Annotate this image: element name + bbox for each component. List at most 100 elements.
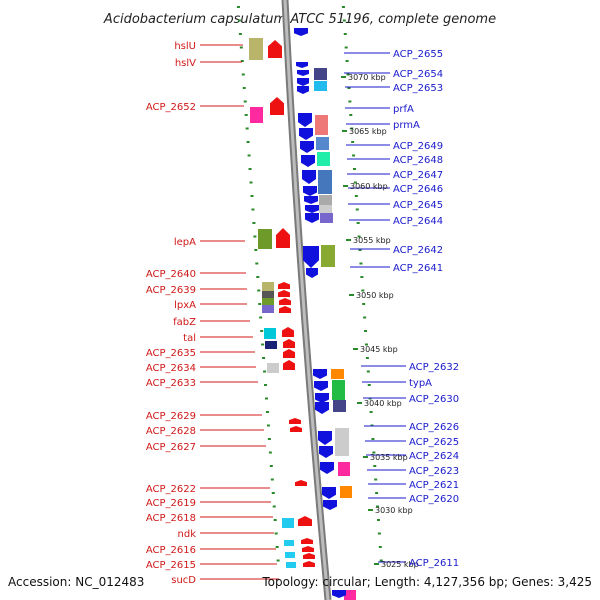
gene-arrow [315,393,329,403]
gene-block [317,152,330,166]
gene-label-left: ACP_2619 [146,498,196,509]
left-gene-labels: hslUhslVACP_2652lepAACP_2640ACP_2639lpxA… [146,41,196,586]
gene-arrow [276,228,290,248]
scale-ticks: 3070 kbp 3065 kbp 3060 kbp 3055 kbp 3050 kbp… [341,73,419,569]
gene-block [344,590,356,600]
gene-block [249,38,263,60]
scale-tick-mark [346,239,351,241]
gene-block [320,213,333,223]
gene-block [331,369,344,379]
scale-tick-label: 3055 kbp [353,236,391,245]
gene-label-right: prmA [393,120,420,131]
gene-block [338,462,350,476]
gene-block [262,291,274,298]
scale-tick-mark [368,509,373,511]
gene-label-right: ACP_2654 [393,69,443,80]
gene-label-right: ACP_2649 [393,141,443,152]
gene-arrow [303,186,317,196]
gene-label-right: ACP_2621 [409,480,459,491]
gene-label-left: ACP_2615 [146,560,196,571]
gene-arrow [303,246,319,268]
gene-label-left: ACP_2616 [146,545,196,556]
gene-arrow [305,213,319,223]
scale-tick-mark [343,185,348,187]
gene-arrow [270,97,284,115]
accession-text: Accession: NC_012483 [8,575,144,589]
gene-label-left: ACP_2652 [146,102,196,113]
gene-arrow [320,462,334,474]
gene-block [285,552,295,558]
gene-block [335,428,349,456]
gene-label-right: ACP_2644 [393,216,443,227]
gene-block [321,245,335,267]
gene-block [319,195,332,205]
gene-block [265,341,277,349]
scale-tick-label: 3050 kbp [356,291,394,300]
scale-tick-mark [363,456,368,458]
gene-arrow [283,360,295,370]
gene-label-right: ACP_2655 [393,49,443,60]
gene-label-right: ACP_2624 [409,451,459,462]
gene-block [340,486,352,498]
gene-arrow [297,86,309,94]
gene-block [258,229,272,249]
gene-label-left: ACP_2627 [146,442,196,453]
gene-features [249,28,356,600]
scale-tick-mark [341,76,346,78]
scale-tick-label: 3030 kbp [375,506,413,515]
gene-label-left: ACP_2618 [146,513,196,524]
gene-block [282,518,294,528]
gene-block [332,380,345,400]
gene-label-right: ACP_2641 [393,263,443,274]
scale-tick-label: 3025 kbp [381,560,419,569]
scale-tick-label: 3060 kbp [350,182,388,191]
gene-block [250,107,263,123]
gene-label-left: ACP_2635 [146,348,196,359]
gene-block [314,68,327,80]
gene-label-left: hslU [174,41,196,52]
gene-label-left: ACP_2628 [146,426,196,437]
gene-arrow [279,306,291,313]
gene-arrow [299,128,313,140]
gene-label-left: ACP_2639 [146,285,196,296]
gene-label-left: ACP_2629 [146,411,196,422]
gene-arrow [297,78,309,86]
gene-label-right: ACP_2642 [393,245,443,256]
gene-label-right: ACP_2646 [393,184,443,195]
gene-arrow [283,349,295,358]
gene-label-left: fabZ [173,317,196,328]
gene-arrow [298,516,312,526]
gene-arrow [278,282,290,289]
gene-arrow [314,381,328,391]
gene-arrow [322,487,336,499]
gene-arrow [303,553,315,559]
topology-text: Topology: circular; Length: 4,127,356 bp… [261,575,592,589]
gene-label-right: ACP_2611 [409,558,459,569]
gene-arrow [294,28,308,36]
gene-arrow [283,339,295,348]
gene-arrow [323,500,337,510]
scale-tick-label: 3070 kbp [348,73,386,82]
gene-label-right: ACP_2623 [409,466,459,477]
gene-label-right: ACP_2648 [393,155,443,166]
gene-label-right: ACP_2653 [393,83,443,94]
gene-block [267,363,279,373]
gene-arrow [282,327,294,337]
scale-tick-label: 3065 kbp [349,127,387,136]
gene-label-right: prfA [393,104,414,115]
gene-label-left: lepA [174,237,196,248]
gene-label-left: ACP_2622 [146,484,196,495]
scale-tick-mark [353,348,358,350]
gene-block [264,328,276,339]
gene-label-right: typA [409,378,432,389]
gene-block [316,137,329,150]
gene-label-left: ACP_2634 [146,363,196,374]
gene-arrow [305,205,319,213]
scale-tick-mark [374,563,379,565]
gene-arrow [298,113,312,127]
gene-label-right: ACP_2625 [409,437,459,448]
gene-arrow [300,141,314,153]
gene-label-right: ACP_2626 [409,422,459,433]
gene-block [286,562,296,568]
